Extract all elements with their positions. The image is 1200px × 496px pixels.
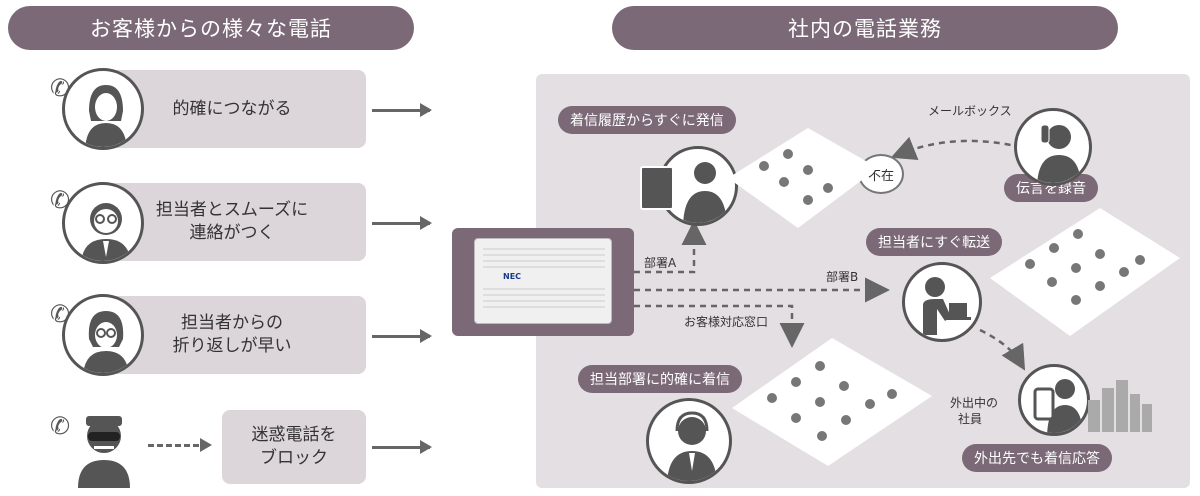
feature-record: 伝言を録音 — [1004, 174, 1098, 202]
outside-label-2: 社員 — [958, 412, 983, 426]
pbx-device: NEC — [474, 238, 612, 324]
caller-record-icon — [1014, 108, 1092, 186]
caller-box-3: 担当者からの 折り返しが早い — [98, 296, 366, 374]
phone-icon: ✆ — [50, 412, 71, 440]
absent-badge: 不在 — [858, 154, 904, 194]
route-reception: お客様対応窓口 — [684, 315, 769, 329]
outside-label-1: 外出中の — [950, 396, 999, 410]
caller-label-3b: 折り返しが早い — [172, 336, 292, 356]
avatar-woman-icon — [62, 68, 144, 150]
route-dept-b: 部署B — [826, 270, 859, 284]
office-floor-b — [990, 208, 1180, 336]
pbx-grille-icon — [483, 248, 605, 308]
operator-headset-icon — [646, 398, 732, 484]
caller-label-1: 的確につながる — [172, 98, 292, 119]
avatar-woman-glasses-icon — [62, 294, 144, 376]
caller-label-4b: ブロック — [260, 448, 328, 468]
pbx-brand: NEC — [503, 272, 522, 281]
caller-label-2a: 担当者とスムーズに — [155, 200, 309, 221]
office-floor-c — [732, 338, 932, 466]
caller-label-4a: 迷惑電話を — [251, 425, 337, 446]
avatar-man-glasses-icon — [62, 182, 144, 264]
route-dept-a: 部署A — [644, 256, 677, 270]
spam-caller-icon — [64, 404, 144, 488]
arrow-row-2 — [372, 216, 432, 230]
mobile-worker-icon — [1018, 364, 1090, 436]
feature-transfer: 担当者にすぐ転送 — [866, 228, 1003, 256]
city-buildings-icon — [1086, 380, 1154, 432]
office-floor-a — [728, 128, 878, 238]
feature-redial: 着信履歴からすぐに発信 — [558, 106, 736, 134]
caller-box-4: 迷惑電話を ブロック — [222, 410, 366, 484]
header-right: 社内の電話業務 — [612, 6, 1118, 50]
arrow-row-4 — [372, 440, 432, 454]
absent-label: 不在 — [867, 168, 894, 184]
caller-label-2b: 連絡がつく — [189, 223, 275, 243]
mailbox-label: メールボックス — [928, 104, 1012, 118]
feature-mobile: 外出先でも着信応答 — [962, 444, 1112, 472]
caller-label-3a: 担当者からの — [181, 313, 283, 334]
feature-dept-accurate: 担当部署に的確に着信 — [578, 365, 742, 393]
arrow-row-3 — [372, 329, 432, 343]
laptop-worker-icon — [902, 262, 982, 342]
dashed-arrow-spam — [148, 438, 212, 452]
header-left: お客様からの様々な電話 — [8, 6, 414, 50]
desk-phone-icon — [640, 166, 674, 210]
arrow-row-1 — [372, 103, 432, 117]
